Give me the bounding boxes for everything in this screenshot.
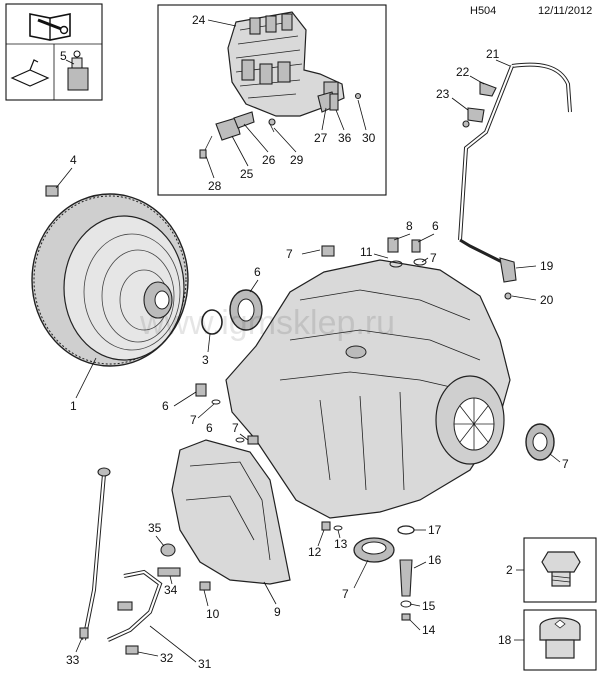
callout-14: 10 (206, 607, 220, 621)
input-seal (201, 289, 263, 335)
callout-40: 36 (338, 131, 352, 145)
callout-23: 19 (540, 259, 554, 273)
callout-16: 12 (308, 545, 322, 559)
callout-17: 13 (334, 537, 348, 551)
torque-converter (31, 185, 189, 367)
callout-36: 32 (160, 651, 174, 665)
callout-28: 24 (192, 13, 206, 27)
callout-20: 16 (428, 553, 442, 567)
valve-body-inset: 24 28 25 26 29 27 36 30 (157, 4, 387, 196)
callout-15: 11 (360, 245, 373, 259)
callout-11: 7 (286, 247, 293, 261)
callout-33: 29 (290, 153, 304, 167)
callout-25: 21 (486, 47, 500, 61)
case-bolt-left (195, 383, 259, 445)
detail-box-bolt (523, 537, 597, 603)
legend-table: 5 (5, 3, 103, 101)
watermark: www.igmsklep.ru (139, 304, 395, 342)
callout-3: 3 (202, 353, 209, 367)
callout-21: 17 (428, 523, 442, 537)
drain-plug-assembly (397, 525, 415, 621)
callout-2: 2 (506, 563, 513, 577)
callout-7-top: 7 (430, 251, 437, 265)
callout-30: 26 (262, 153, 276, 167)
axle-seal (525, 423, 555, 461)
callout-8: 6 (254, 265, 261, 279)
hose-assembly (79, 467, 181, 655)
callout-26: 22 (456, 65, 470, 79)
transaxle-case (225, 237, 511, 519)
callout-32: 28 (208, 179, 222, 193)
valve-body-small-parts (199, 92, 362, 159)
callout-24: 20 (540, 293, 554, 307)
callout-10: 7 (342, 587, 349, 601)
diagram-code: H504 (470, 5, 497, 17)
side-cover (171, 439, 291, 591)
callout-12: 8 (406, 219, 413, 233)
callout-4: 4 (70, 153, 77, 167)
cooler-line (458, 62, 572, 300)
callout-19: 15 (422, 599, 436, 613)
callout-38: 34 (164, 583, 178, 597)
book-wrench-icon (29, 13, 71, 41)
callout-29: 25 (240, 167, 254, 181)
callout-5: 5 (60, 49, 67, 63)
callout-39: 35 (148, 521, 162, 535)
detail-box-plug (523, 609, 597, 671)
callout-7-mid: 7 (232, 421, 239, 435)
oil-can-icon (10, 50, 89, 91)
callout-6-mid: 6 (206, 421, 213, 435)
oil-filter (321, 521, 395, 563)
callout-35: 31 (198, 657, 212, 671)
callout-1: 1 (70, 399, 77, 413)
callout-18: 14 (422, 623, 436, 637)
callout-34: 30 (362, 131, 376, 145)
callout-6-left: 6 (162, 399, 169, 413)
callout-27: 23 (436, 87, 450, 101)
diagram-date: 12/11/2012 (538, 5, 593, 17)
valve-body (227, 11, 345, 117)
callout-7-left: 7 (190, 413, 197, 427)
callout-9: 7 (562, 457, 569, 471)
callout-31: 27 (314, 131, 328, 145)
callout-22: 18 (498, 633, 512, 647)
callout-6-top: 6 (432, 219, 439, 233)
callout-13: 9 (274, 605, 281, 619)
callout-37: 33 (66, 653, 80, 667)
